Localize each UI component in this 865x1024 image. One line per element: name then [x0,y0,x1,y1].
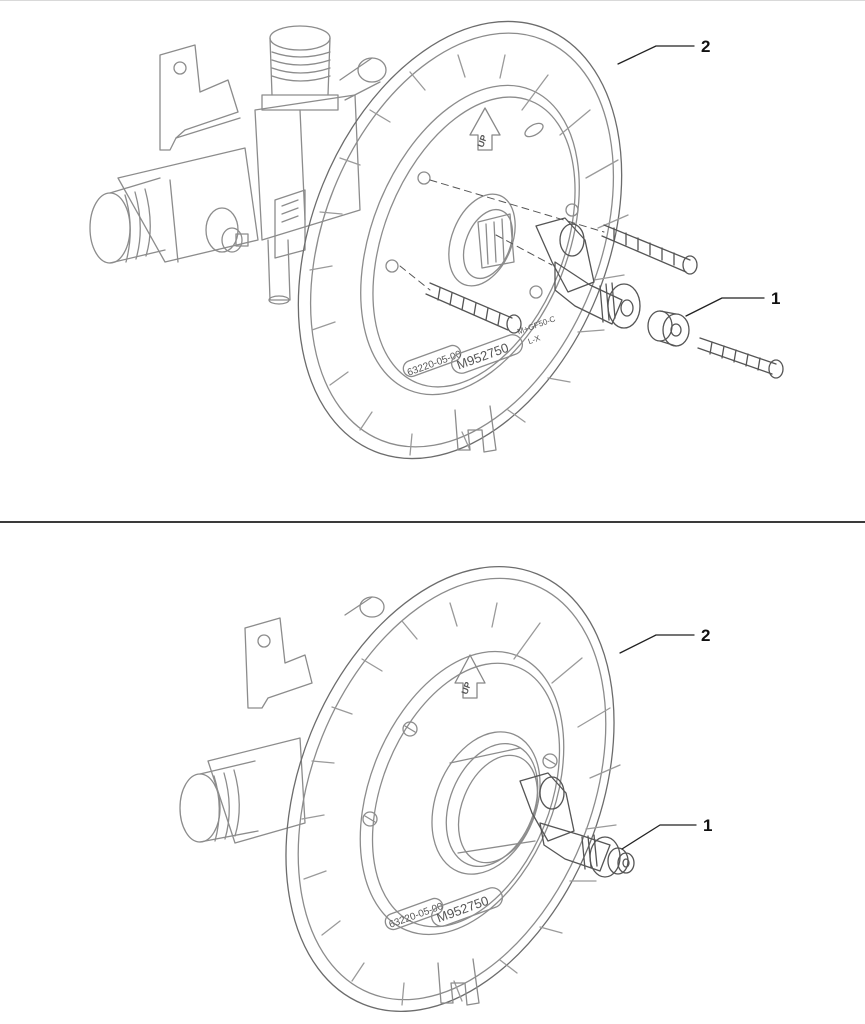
stem-nut [647,310,690,347]
callout-2-label: 2 [701,37,710,56]
valve-body [179,596,385,844]
part-code-text: 63220-05-00 [406,349,463,379]
callout-leader-1 [685,297,765,317]
up-marking: UP [459,681,473,696]
panel-divider [0,521,865,523]
plaster-guard-plate [285,566,621,1012]
part-code-badge: 63220-05-00 [402,344,463,379]
exploded-view-drawing: UP 63220-05-00 M952750 M+GF50-C L-X [89,20,784,460]
top-border [0,0,865,1]
callout-leader-2 [619,634,695,654]
assembled-view-panel: UP 63220-05-00 M952750 2 1 [0,523,865,1024]
assembly-guide-lines [399,179,605,291]
callout-leader-1 [621,824,697,850]
exploded-view-panel: UP 63220-05-00 M952750 M+GF50-C L-X [89,20,784,460]
plaster-guard-plate [297,20,629,460]
cartridge-stem [448,193,516,287]
stem-nut [607,847,629,875]
callout-1-label: 1 [703,816,712,835]
callout-leaders [617,45,765,317]
up-marking: UP [475,134,489,149]
valve-label-2: L-X [527,333,542,346]
callout-leader-2 [617,45,695,65]
cartridge-housing [431,731,541,875]
callout-1-label: 1 [771,289,780,308]
callout-2-label: 2 [701,626,710,645]
long-screws [425,224,784,379]
callout-leaders [619,634,697,850]
assembled-view-drawing: UP 63220-05-00 M952750 2 1 [179,566,712,1012]
handle-adapter [519,772,635,878]
valve-body [89,25,387,305]
handle-adapter [535,217,641,329]
